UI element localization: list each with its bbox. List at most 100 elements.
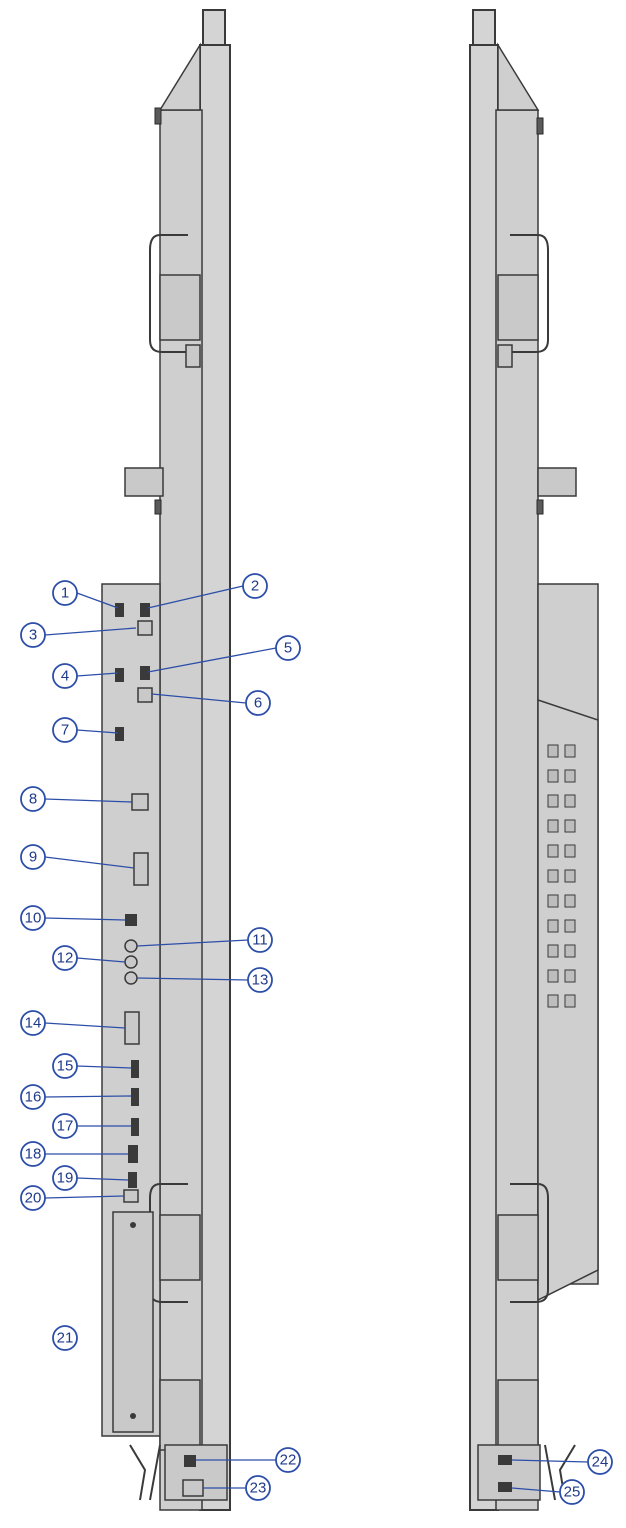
callout-leader-6	[151, 693, 247, 704]
vga-port-14	[124, 1011, 140, 1045]
left-upper-clip	[185, 344, 201, 368]
callout-label-17: 17	[57, 1118, 74, 1135]
callout-leader-7	[76, 729, 119, 734]
callout-circle-22	[275, 1447, 301, 1473]
callout-circle-2	[242, 573, 268, 599]
vent	[547, 919, 559, 933]
callout-leader-25	[511, 1487, 561, 1493]
vent	[547, 944, 559, 958]
hdmi-port-15	[131, 1060, 139, 1078]
callout-leader-8	[44, 798, 133, 803]
callout-circle-5	[275, 635, 301, 661]
usb-port-25	[498, 1482, 512, 1492]
usb-port-4	[115, 668, 124, 682]
usb-port-1	[115, 603, 124, 617]
callout-label-8: 8	[29, 791, 37, 808]
vent	[547, 844, 559, 858]
power-socket-23	[182, 1479, 204, 1497]
power-switch-22	[184, 1455, 196, 1467]
callout-circle-24	[587, 1449, 613, 1475]
callout-circle-13	[247, 967, 273, 993]
callout-circle-1	[52, 580, 78, 606]
callout-label-22: 22	[280, 1452, 297, 1469]
vent	[547, 744, 559, 758]
left-bezel	[199, 44, 231, 1511]
callout-circle-25	[559, 1479, 585, 1505]
callout-leader-14	[44, 1022, 126, 1029]
vent	[564, 869, 576, 883]
right-bracket-pin	[537, 467, 577, 497]
callout-label-12: 12	[57, 950, 74, 967]
hdmi-port-17	[131, 1118, 139, 1136]
left-bracket-tab	[154, 499, 162, 515]
callout-label-21: 21	[57, 1330, 74, 1347]
callout-circle-21	[52, 1325, 78, 1351]
callout-circle-17	[52, 1113, 78, 1139]
callout-circle-19	[52, 1165, 78, 1191]
audio-jack-11	[124, 939, 138, 953]
left-top-slant	[158, 42, 201, 111]
callout-label-13: 13	[252, 972, 269, 989]
callout-leader-12	[76, 957, 126, 963]
spdif-port-10	[125, 914, 137, 926]
right-lower-handle	[510, 1183, 549, 1303]
left-ops-screw-bottom	[130, 1413, 136, 1419]
right-side-view	[469, 9, 599, 1511]
vent	[547, 894, 559, 908]
callout-label-5: 5	[284, 640, 292, 657]
audio-jack-13	[124, 971, 138, 985]
callout-label-11: 11	[252, 932, 268, 949]
left-top-tab	[154, 107, 162, 125]
callout-leader-11	[136, 939, 249, 947]
callout-label-1: 1	[61, 585, 69, 602]
callout-label-16: 16	[25, 1089, 42, 1106]
callout-leader-20	[44, 1195, 125, 1199]
callout-leader-24	[511, 1459, 589, 1463]
left-side-view	[101, 9, 231, 1511]
callout-label-19: 19	[57, 1170, 74, 1187]
vent	[547, 794, 559, 808]
callout-circle-4	[52, 663, 78, 689]
usb-port-19	[128, 1172, 137, 1188]
left-ops-screw	[130, 1222, 136, 1228]
callout-circle-3	[20, 622, 46, 648]
right-lower-mount	[497, 1214, 539, 1281]
right-vent-grid	[547, 744, 576, 1008]
callout-circle-18	[20, 1141, 46, 1167]
lan-port-8	[131, 793, 149, 811]
vga-port-9	[133, 852, 149, 886]
left-bottom-block	[159, 1379, 201, 1451]
vent	[564, 769, 576, 783]
right-bracket-tab	[536, 499, 544, 515]
vent	[564, 994, 576, 1008]
vent	[564, 944, 576, 958]
callout-leader-5	[147, 647, 277, 673]
left-upper-handle	[149, 234, 188, 353]
usb-port-24	[498, 1455, 512, 1465]
callout-circle-7	[52, 717, 78, 743]
callout-label-2: 2	[251, 578, 259, 595]
usb-b-port-3	[137, 620, 153, 636]
right-upper-mount	[497, 274, 539, 341]
callout-label-4: 4	[61, 668, 69, 685]
callout-circle-23	[245, 1475, 271, 1501]
callout-label-3: 3	[29, 627, 37, 644]
hdmi-port-5	[140, 666, 150, 680]
callout-circle-11	[247, 927, 273, 953]
right-top-slant	[497, 42, 540, 111]
vent	[564, 744, 576, 758]
callout-leader-2	[147, 585, 244, 609]
left-bottom-bracket	[129, 1444, 161, 1501]
vent	[547, 819, 559, 833]
vent	[564, 819, 576, 833]
vent	[564, 969, 576, 983]
right-top-tab	[536, 117, 544, 135]
left-lower-mount	[159, 1214, 201, 1281]
callout-label-20: 20	[25, 1190, 42, 1207]
callout-label-10: 10	[25, 910, 42, 927]
callout-circle-14	[20, 1010, 46, 1036]
callout-circle-6	[245, 690, 271, 716]
callout-leader-4	[76, 672, 119, 677]
